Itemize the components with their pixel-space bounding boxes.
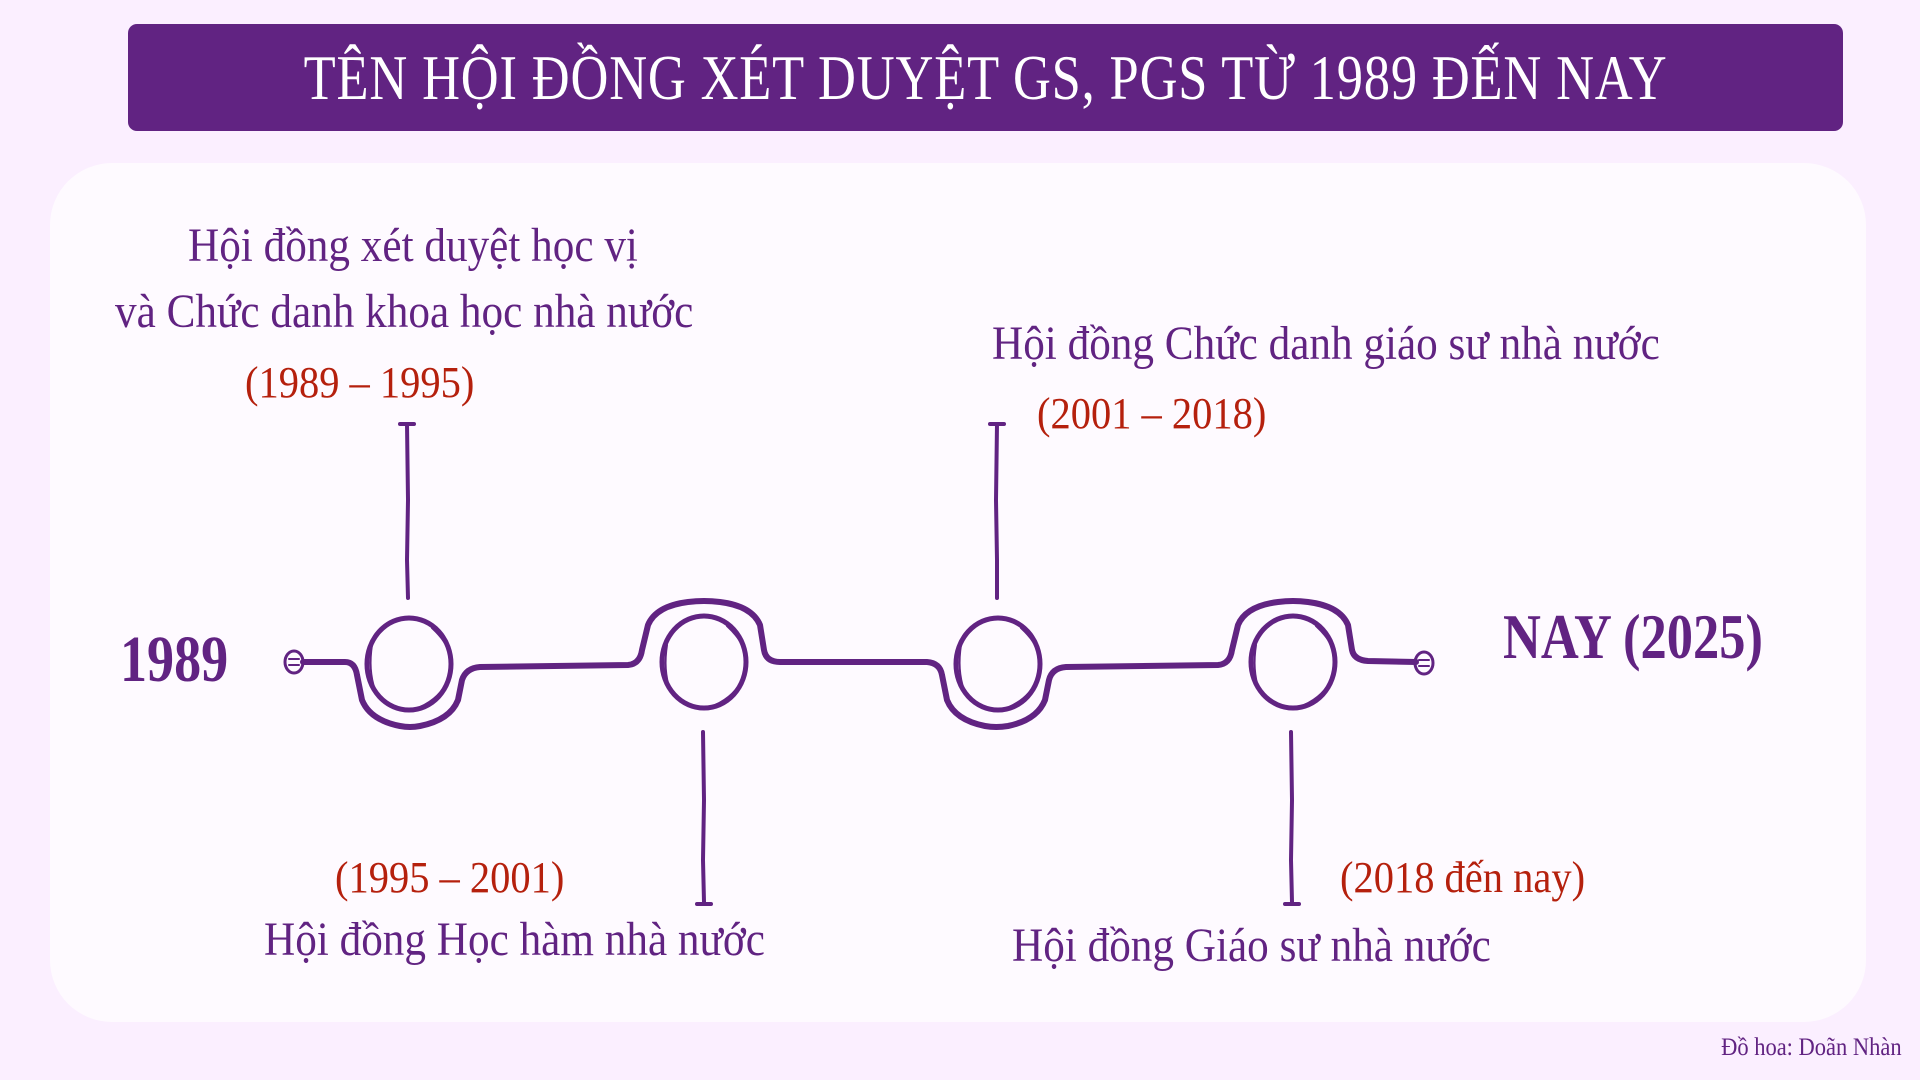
- milestone-1-name-line-1: Hội đồng xét duyệt học vị: [188, 219, 638, 272]
- milestone-3-name: Hội đồng Chức danh giáo sư nhà nước: [992, 317, 1660, 370]
- timeline-end-pin-icon: [1413, 650, 1435, 676]
- graphic-credit: Đồ hoa: Doãn Nhàn: [1721, 1034, 1902, 1061]
- title-banner: TÊN HỘI ĐỒNG XÉT DUYỆT GS, PGS TỪ 1989 Đ…: [128, 24, 1843, 131]
- page-title: TÊN HỘI ĐỒNG XÉT DUYỆT GS, PGS TỪ 1989 Đ…: [303, 41, 1668, 113]
- timeline-line: [300, 598, 1419, 730]
- milestone-node-icon-2: [659, 613, 749, 711]
- timeline-start-label: 1989: [120, 623, 229, 696]
- milestone-4-period: (2018 đến nay): [1340, 853, 1586, 902]
- milestone-2-period: (1995 – 2001): [335, 853, 565, 902]
- connector-3: [988, 422, 1006, 600]
- milestone-3-period: (2001 – 2018): [1037, 389, 1267, 438]
- milestone-node-icon-3: [953, 615, 1043, 713]
- connector-1: [398, 422, 416, 600]
- milestone-2-name: Hội đồng Học hàm nhà nước: [264, 913, 765, 966]
- milestone-1-name-line-2: và Chức danh khoa học nhà nước: [115, 285, 694, 338]
- milestone-node-icon-1: [364, 615, 454, 713]
- timeline-end-label: NAY (2025): [1503, 601, 1763, 672]
- connector-4: [1283, 730, 1301, 906]
- connector-2: [695, 730, 713, 906]
- timeline-card: [50, 163, 1866, 1022]
- milestone-node-icon-4: [1248, 613, 1338, 711]
- milestone-1-period: (1989 – 1995): [245, 358, 475, 407]
- milestone-4-name: Hội đồng Giáo sư nhà nước: [1012, 919, 1491, 972]
